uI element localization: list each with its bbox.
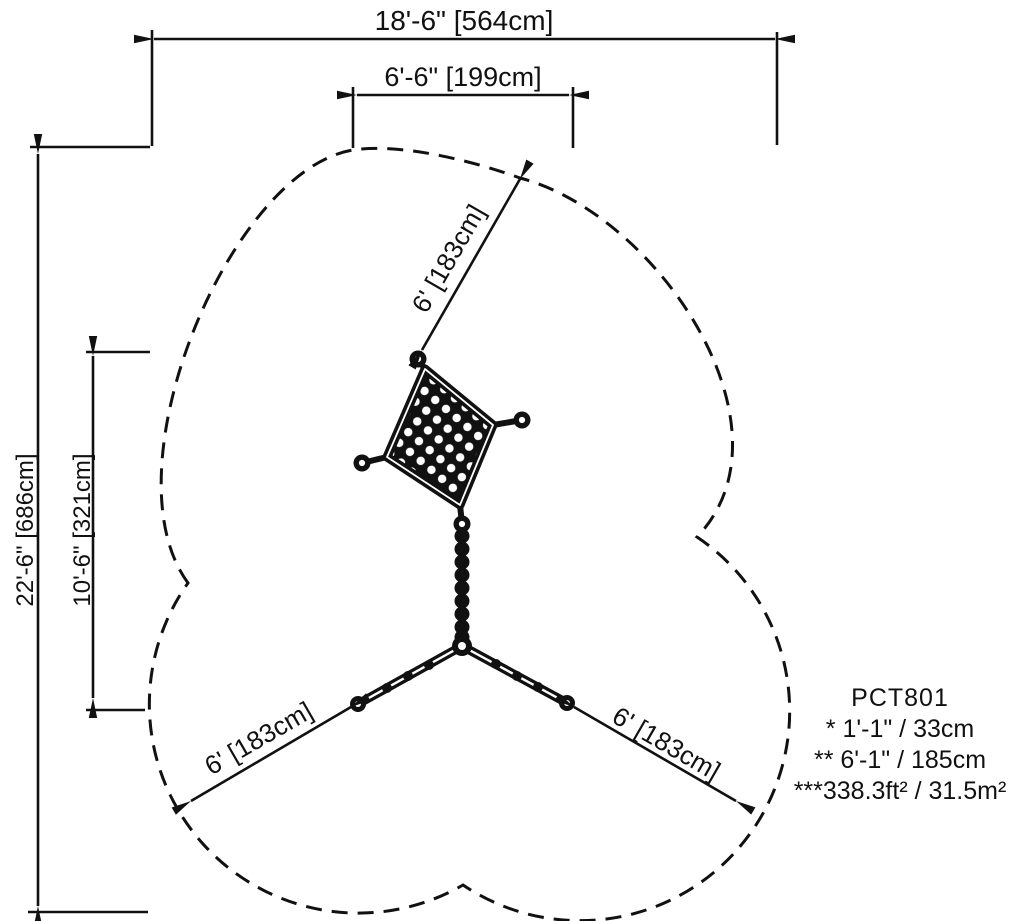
support-arms (350, 642, 575, 712)
dimension-line (554, 693, 756, 815)
dim-structure-depth: 10'-6" [321cm] (69, 336, 150, 718)
dim-net-width-label: 6'-6" [199cm] (384, 62, 541, 92)
dim-overall-width-label: 18'-6" [564cm] (375, 5, 554, 36)
dim-structure-depth-label: 10'-6" [321cm] (69, 453, 96, 606)
dim-clearance-top-label: 6' [183cm] (405, 199, 491, 317)
equipment-net-spinner (350, 350, 575, 712)
note-area: ***338.3ft² / 31.5m² (793, 777, 1007, 805)
dim-overall-depth-label: 22'-6" [686cm] (12, 453, 39, 606)
dimension-line (171, 693, 371, 815)
dim-net-width: 6'-6" [199cm] (337, 62, 589, 148)
net-frame-rail (386, 368, 494, 506)
dimension-line (408, 159, 534, 370)
note-fall-height: * 1'-1" / 33cm (825, 715, 975, 743)
dim-overall-width: 18'-6" [564cm] (134, 5, 795, 146)
model-number: PCT801 (851, 684, 949, 712)
dim-clearance-left: 6' [183cm] (171, 693, 371, 815)
use-zone-boundary (147, 146, 792, 921)
dim-clearance-right: 6' [183cm] (554, 693, 756, 815)
support-chain (454, 528, 470, 645)
note-height: ** 6'-1" / 185cm (813, 746, 987, 774)
use-zone-outline-path (147, 146, 792, 921)
center-hub-hole (458, 642, 466, 650)
dim-clearance-right-label: 6' [183cm] (607, 700, 725, 786)
net-panel (382, 364, 498, 510)
dim-clearance-top: 6' [183cm] (405, 159, 534, 370)
product-notes: PCT801 * 1'-1" / 33cm ** 6'-1" / 185cm *… (770, 683, 1024, 807)
dim-overall-depth: 22'-6" [686cm] (12, 134, 150, 921)
